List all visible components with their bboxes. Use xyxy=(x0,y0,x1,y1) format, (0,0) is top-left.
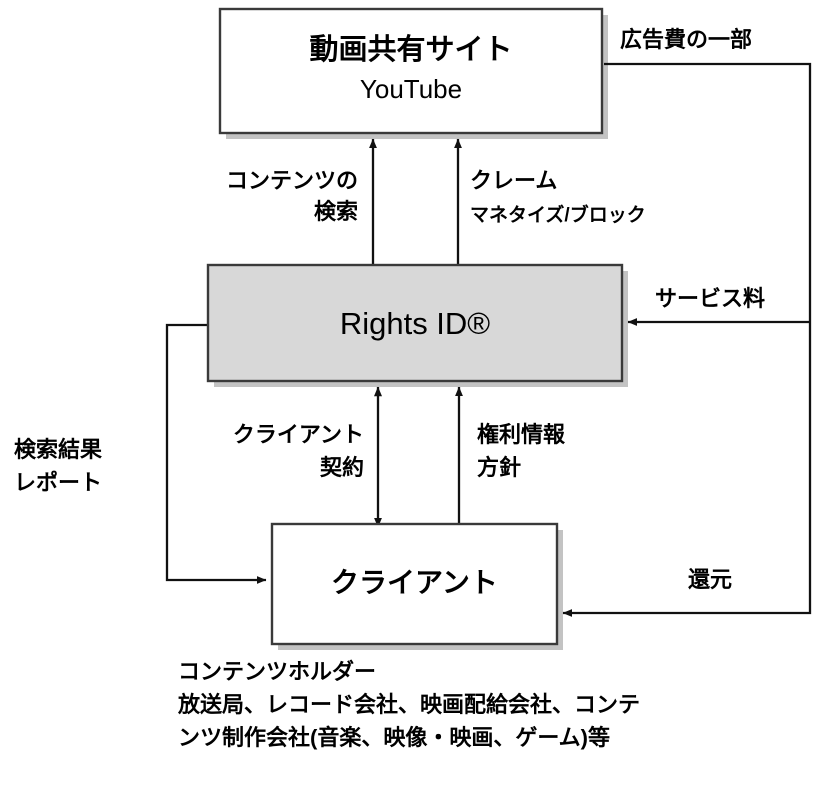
edge-label-service-fee: サービス料 xyxy=(655,286,766,311)
caption-line-1: コンテンツホルダー xyxy=(178,659,377,684)
edge-label-search-result-report-line2: レポート xyxy=(14,470,103,495)
edge-label-client-contract-line2: 契約 xyxy=(319,455,364,480)
edge-label-content-search-line2: 検索 xyxy=(313,199,358,224)
edge-label-rights-info-policy-line2: 方針 xyxy=(477,455,522,480)
edge-label-content-search-line1: コンテンツの xyxy=(225,168,358,193)
edge-label-claim-line1: クレーム xyxy=(470,168,558,193)
edge-search-result-report-path xyxy=(165,323,267,585)
caption-line-3: ンツ制作会社(音楽、映像・映画、ゲーム)等 xyxy=(178,725,610,750)
edge-label-rights-info-policy-line1: 権利情報 xyxy=(477,422,566,447)
video-site-label-secondary: YouTube xyxy=(359,74,463,104)
edge-label-claim-line2: マネタイズ/ブロック xyxy=(470,205,646,226)
edge-label-payback: 還元 xyxy=(688,567,733,592)
edge-label-ad-revenue-share: 広告費の一部 xyxy=(620,27,753,52)
client-label: クライアント xyxy=(331,567,498,598)
client-box[interactable] xyxy=(270,522,559,646)
rights-id-box[interactable] xyxy=(206,263,624,383)
video-site-box[interactable] xyxy=(218,7,604,135)
rights-id-label: Rights ID® xyxy=(339,306,491,341)
video-site-label-primary: 動画共有サイト xyxy=(309,34,513,66)
edge-label-client-contract-line1: クライアント xyxy=(232,422,364,447)
edge-ad-revenue-payback-path xyxy=(562,62,812,617)
edge-label-search-result-report-line1: 検索結果 xyxy=(14,437,103,462)
caption-line-2: 放送局、レコード会社、映画配給会社、コンテ xyxy=(178,692,641,717)
